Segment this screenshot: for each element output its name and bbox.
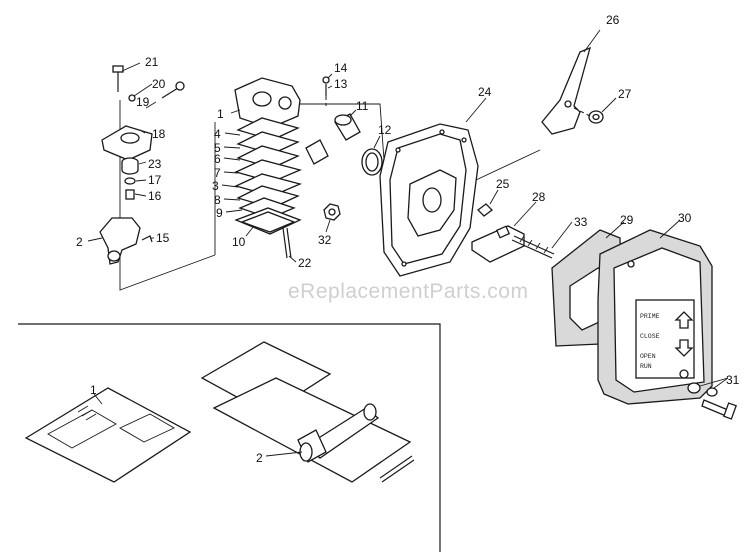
arrow-up-icon: [674, 311, 694, 329]
callout-11: 11: [356, 99, 369, 113]
cover-decal-line2: CLOSE: [640, 333, 660, 340]
carburetor-stack: [214, 77, 302, 263]
callout-20: 20: [152, 77, 166, 91]
kit-callout-2: 2: [256, 451, 263, 465]
intake-spacer-parts: [300, 73, 386, 233]
callout-15: 15: [156, 231, 170, 245]
callout-26: 26: [606, 13, 620, 27]
callout-14: 14: [334, 61, 348, 75]
callout-8: 8: [214, 193, 221, 207]
callout-6: 6: [214, 152, 221, 166]
callout-9: 9: [216, 206, 223, 220]
choke-bracket-parts: [471, 189, 573, 263]
callout-4: 4: [214, 127, 221, 141]
air-filter-cover: PRIME CLOSE OPEN RUN: [597, 219, 713, 405]
watermark: eReplacementParts.com: [288, 280, 528, 303]
left-fuel-pump-assembly: [87, 62, 216, 291]
kit-callout-1: 1: [90, 383, 97, 397]
callout-19: 19: [136, 95, 150, 109]
callout-16: 16: [148, 189, 162, 203]
callout-31: 31: [726, 373, 740, 387]
callout-labels: 21 20 19 18 23 17 16 2 15 1 4 5 6 7 3 8 …: [76, 13, 740, 465]
callout-22: 22: [298, 256, 312, 270]
callout-2: 2: [76, 235, 83, 249]
accessory-kit-box: [18, 323, 441, 552]
callout-29: 29: [620, 213, 634, 227]
callout-17: 17: [148, 173, 162, 187]
callout-3: 3: [212, 179, 219, 193]
callout-27: 27: [618, 87, 632, 101]
cover-decal-line4: RUN: [640, 363, 652, 370]
choke-lever-parts: [541, 29, 617, 135]
callout-21: 21: [145, 55, 159, 69]
callout-12: 12: [378, 123, 392, 137]
callout-1: 1: [217, 107, 224, 121]
cover-decal-line1: PRIME: [640, 313, 660, 320]
cover-screw-parts: [687, 377, 737, 420]
callout-5: 5: [214, 141, 221, 155]
callout-28: 28: [532, 190, 546, 204]
air-filter-base-plate: [379, 97, 541, 277]
callout-7: 7: [214, 166, 221, 180]
callout-24: 24: [478, 85, 492, 99]
callout-18: 18: [152, 127, 166, 141]
callout-13: 13: [334, 77, 348, 91]
callout-32: 32: [318, 233, 332, 247]
cover-decal-line3: OPEN: [640, 353, 656, 360]
callout-10: 10: [232, 235, 246, 249]
callout-30: 30: [678, 211, 692, 225]
arrow-down-icon: [674, 339, 694, 357]
callout-33: 33: [574, 215, 588, 229]
callout-25: 25: [496, 177, 510, 191]
callout-23: 23: [148, 157, 162, 171]
